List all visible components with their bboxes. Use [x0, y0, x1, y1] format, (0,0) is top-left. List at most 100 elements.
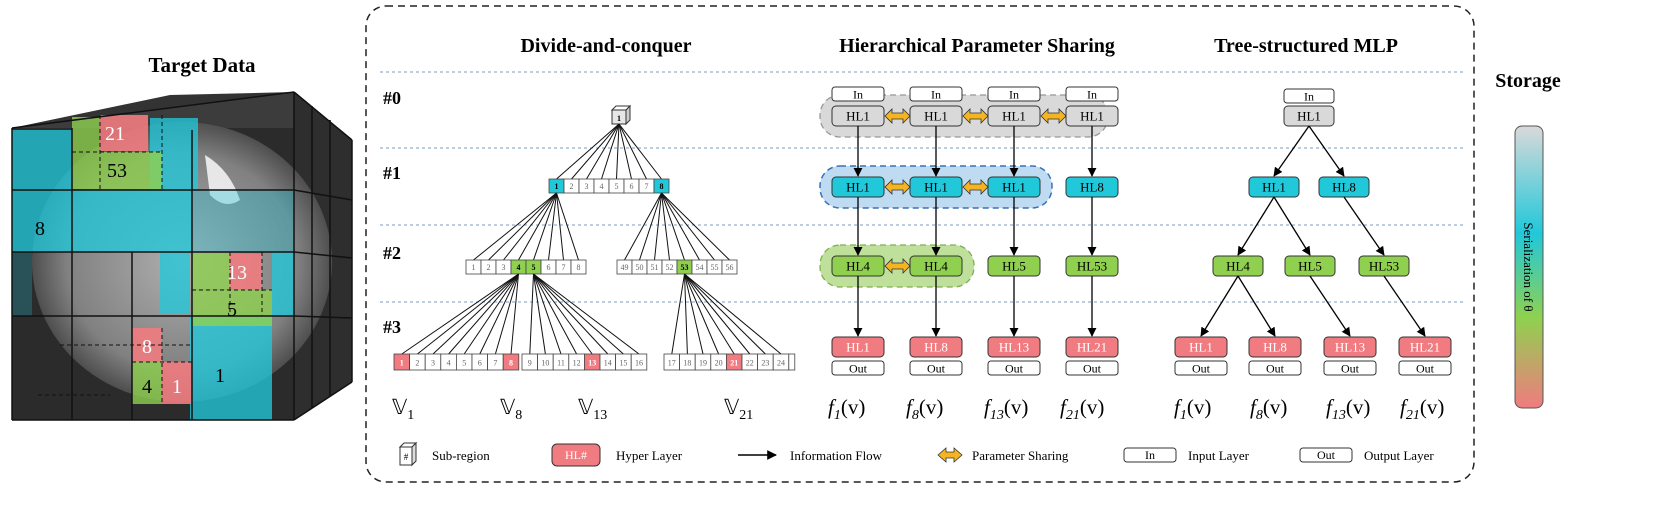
divide-l2b-cell-label: 56 [726, 263, 734, 272]
divide-l2b-cell [721, 259, 738, 275]
parameter-sharing-arrow [884, 179, 911, 195]
divide-l1-cell-label: 2 [570, 182, 574, 191]
sharing-f13: f13(v) [984, 395, 1028, 423]
divide-l2b-cell-label: 53 [681, 263, 689, 272]
divide-l3b-cell [630, 353, 648, 371]
divide-title: Divide-and-conquer [520, 35, 691, 57]
divide-l3c-cell-label: 19 [699, 359, 707, 368]
divide-l2b-cell-label: 49 [621, 263, 629, 272]
divide-l2b-cell-label: 51 [651, 263, 659, 272]
divide-l1-cell-label: 7 [645, 182, 649, 191]
tree-input-label: In [1304, 90, 1314, 104]
tree-l3-hl-2 [1323, 336, 1377, 358]
flow-arrow [1309, 275, 1351, 337]
divide-l3c-cell-label: 17 [668, 359, 676, 368]
sharing-l3-hl-2-label: HL13 [999, 340, 1029, 355]
sharing-output-2-label: Out [1005, 362, 1024, 376]
v-label-21: 𝕍21 [724, 395, 753, 423]
divide-l3a-cell [502, 353, 520, 371]
target-data-panel: Target Data [11, 53, 353, 421]
sharing-l1-hl-1-label: HL1 [924, 180, 948, 195]
legend-flow: Information Flow [790, 448, 883, 463]
tree-output-3 [1398, 360, 1452, 376]
legend-input: Input Layer [1188, 448, 1250, 463]
level-2: #2 [383, 243, 401, 263]
divide-l2a-cell-label: 8 [577, 263, 581, 272]
sharing-l0-hl-2-label: HL1 [1002, 109, 1026, 124]
tree-l3-hl-0 [1174, 336, 1228, 358]
flow-arrow [1383, 275, 1426, 337]
sharing-l3-hl-0 [831, 336, 885, 358]
sharing-input-0-label: In [853, 88, 863, 102]
divide-l3a-cell-label: 1 [400, 359, 404, 368]
tree-root-hl-label: HL1 [1297, 109, 1321, 124]
divide-l3a-cell-label: 6 [478, 359, 482, 368]
sharing-output-3-label: Out [1083, 362, 1102, 376]
divide-l3a-cell-label: 3 [431, 359, 435, 368]
parameter-sharing-arrow [962, 179, 989, 195]
divide-l2b-cell-label: 55 [711, 263, 719, 272]
divide-l3c-cell-label: 24 [777, 359, 785, 368]
sharing-f1: f1(v) [828, 395, 865, 423]
sharing-l3-hl-3 [1065, 336, 1119, 358]
legend-in-icon [1123, 447, 1177, 463]
tree-f13: f13(v) [1326, 395, 1370, 423]
divide-l3b-cell-label: 9 [528, 359, 532, 368]
divide-l1-cell-label: 8 [660, 182, 664, 191]
legend-hyper-icon [551, 443, 601, 467]
tree-output-2 [1323, 360, 1377, 376]
sharing-input-3-label: In [1087, 88, 1097, 102]
legend: # Sub-region HL# Hyper Layer Information… [398, 441, 1434, 467]
divide-l3b-cell-label: 13 [588, 359, 596, 368]
divide-l3a-cell-label: 8 [509, 359, 513, 368]
sharing-f8: f8(v) [906, 395, 943, 423]
flow-arrow [1237, 275, 1276, 337]
tree-title: Tree-structured MLP [1214, 35, 1398, 57]
flow-arrow [1273, 196, 1311, 256]
divide-l3b-cell-label: 14 [604, 359, 612, 368]
sharing-l1-hl-2-label: HL1 [1002, 180, 1026, 195]
divide-l3a-cell-label: 5 [462, 359, 466, 368]
legend-out-icon [1299, 447, 1353, 463]
tree-output-2-label: Out [1341, 362, 1360, 376]
tree-output-0 [1174, 360, 1228, 376]
tree-f21: f21(v) [1400, 395, 1444, 423]
v-label-8: 𝕍8 [500, 395, 522, 423]
tree-f1: f1(v) [1174, 395, 1211, 423]
storage-bar-label: Serialization of θ [1521, 222, 1536, 311]
divide-l2b-cell-label: 52 [666, 263, 674, 272]
divide-l3c-cell-label: 20 [715, 359, 723, 368]
divide-l3b-cell-label: 12 [573, 359, 581, 368]
parameter-sharing-arrow [884, 258, 911, 274]
divide-l2a-cell-label: 2 [487, 263, 491, 272]
sharing-l0-hl-1-label: HL1 [924, 109, 948, 124]
tree-output-1 [1248, 360, 1302, 376]
divide-l2a-cell-label: 6 [547, 263, 551, 272]
flow-arrow [1237, 196, 1275, 256]
tree-l2-hl-0-label: HL4 [1226, 259, 1250, 274]
sharing-input-0 [831, 86, 885, 102]
divide-l1-cell-label: 3 [585, 182, 589, 191]
tree-input [1283, 88, 1335, 104]
sharing-input-1-label: In [931, 88, 941, 102]
tree-l3-hl-3-label: HL21 [1410, 340, 1440, 355]
parameter-sharing-arrow [962, 108, 989, 124]
divide-l2a-cell-label: 3 [502, 263, 506, 272]
divide-l1-cell-label: 5 [615, 182, 619, 191]
divide-l3c-cell-label: 21 [730, 359, 738, 368]
cube-label-21: 21 [105, 123, 125, 145]
sharing-output-0-label: Out [849, 362, 868, 376]
cube-label-53: 53 [107, 160, 127, 182]
sharing-l2-hl-1-label: HL4 [924, 259, 948, 274]
cube-label-8b: 8 [142, 336, 152, 358]
sharing-l1-hl-0-label: HL1 [846, 180, 870, 195]
flow-arrow [1273, 125, 1310, 177]
divide-l3c-cell-label: 18 [683, 359, 691, 368]
cube-label-1b: 1 [215, 365, 225, 387]
divide-l2a-cell-label: 5 [532, 263, 536, 272]
divide-l2a-cell-label: 1 [472, 263, 476, 272]
cube-label-4: 4 [142, 376, 152, 398]
